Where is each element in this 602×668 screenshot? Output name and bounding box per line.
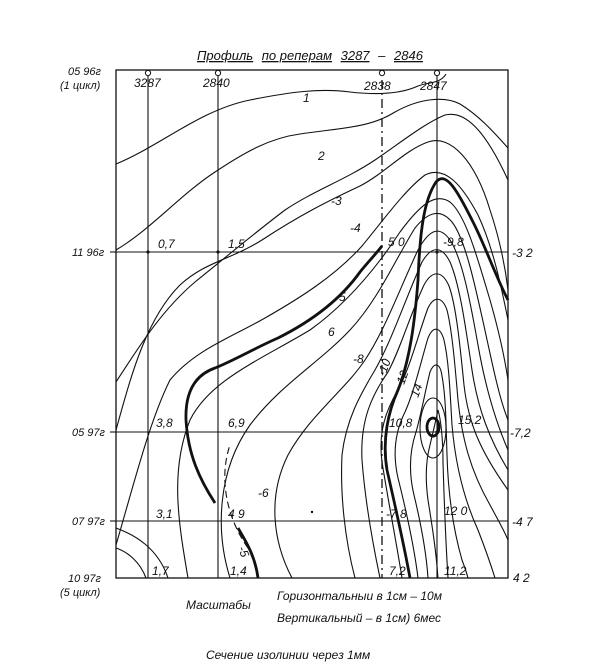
isoline-15 [409, 364, 469, 579]
time-label: 05 97г [72, 427, 106, 439]
isoline-label: 1 [303, 91, 310, 105]
isoline-bold-core [425, 416, 441, 438]
point-value: 3,1 [156, 507, 173, 521]
isoline-1 [115, 73, 447, 165]
isolines [115, 73, 509, 579]
benchmark-marker [144, 69, 152, 77]
isoline-4 [115, 140, 509, 431]
isoline-3 [115, 113, 509, 383]
isoline-bold-5 [184, 245, 384, 504]
right-value: 4 2 [513, 571, 530, 585]
footnote: Сечение изолинии через 1мм [206, 648, 370, 662]
isoline-10 [274, 230, 509, 579]
isoline-7 [115, 171, 509, 546]
benchmark-label: 2847 [419, 79, 448, 93]
point-value: 1,4 [230, 564, 247, 578]
right-value: -3 2 [512, 246, 533, 260]
point-value: 1,5 [228, 237, 245, 251]
point-value: 3,8 [156, 416, 173, 430]
scale-horizontal: Горизонтальныи в 1см – 10м [277, 589, 442, 603]
isoline-label: -10 [375, 357, 394, 378]
isoline-dashed [224, 444, 249, 549]
diagram-frame [115, 69, 509, 579]
benchmark-label: 2840 [202, 76, 230, 90]
isoline-label: -5 [235, 544, 252, 559]
scale-heading: Масштабы [186, 598, 251, 612]
point-value: -7,8 [386, 507, 407, 521]
benchmark-marker [378, 69, 386, 77]
point-value: 6,9 [228, 416, 245, 430]
point-value: 12 0 [444, 504, 468, 518]
data-point [216, 250, 220, 254]
point-value: 10,8 [389, 416, 413, 430]
point-value: -9,8 [443, 235, 464, 249]
isoline-label: -3 [331, 194, 342, 208]
isoline-13 [380, 298, 509, 579]
isoline-center-outer [419, 397, 447, 459]
right-value: -7,2 [510, 426, 531, 440]
isoline-label: 6 [328, 325, 335, 339]
isoline-label: 12 [394, 368, 412, 386]
point-value: 7,2 [389, 564, 406, 578]
isoline-9 [220, 212, 509, 579]
isoline-label: 14 [408, 381, 426, 399]
benchmark-label: 2838 [363, 79, 391, 93]
isoline-label: -8 [353, 352, 364, 366]
isoline-label: -5 [335, 290, 346, 304]
isoline-corner-1 [115, 527, 169, 579]
point-value: 11,2 [444, 564, 467, 578]
time-label: 11 96г [72, 247, 105, 259]
data-point [435, 430, 439, 434]
point-value: 1,7 [152, 564, 170, 578]
time-note: (1 цикл) [60, 80, 101, 92]
isoline-14 [394, 328, 496, 579]
point-value: 4 9 [228, 507, 245, 521]
isoline-label: -6 [258, 486, 269, 500]
isoline-bold-center [383, 177, 510, 579]
isoline-16 [425, 409, 449, 579]
isoline-2 [115, 98, 509, 251]
scale-vertical: Вертикальный – в 1см) 6мес [277, 611, 441, 625]
title: Профиль по реперам 3287 – 2846 [197, 48, 424, 63]
benchmark-marker [214, 69, 222, 77]
benchmark-label: 3287 [134, 76, 162, 90]
bold-isolines [184, 177, 510, 579]
point-value: 15,2 [458, 413, 482, 427]
point-value: 0,7 [158, 237, 176, 251]
isoline-label: -4 [350, 221, 361, 235]
time-note: (5 цикл) [60, 587, 101, 599]
right-value: -4 7 [512, 515, 534, 529]
time-label: 05 96г [68, 66, 102, 78]
data-point [310, 510, 314, 514]
data-point [146, 250, 150, 254]
benchmark-marker [433, 69, 441, 77]
data-point [435, 250, 439, 254]
time-label: 07 97г [72, 516, 106, 528]
point-value: 5 0 [388, 235, 405, 249]
isoline-corner-2 [115, 547, 147, 579]
isoline-bold-lower [236, 527, 260, 579]
time-label: 10 97г [68, 573, 102, 585]
isoline-label: 2 [317, 149, 325, 163]
isoline-12 [361, 273, 509, 579]
